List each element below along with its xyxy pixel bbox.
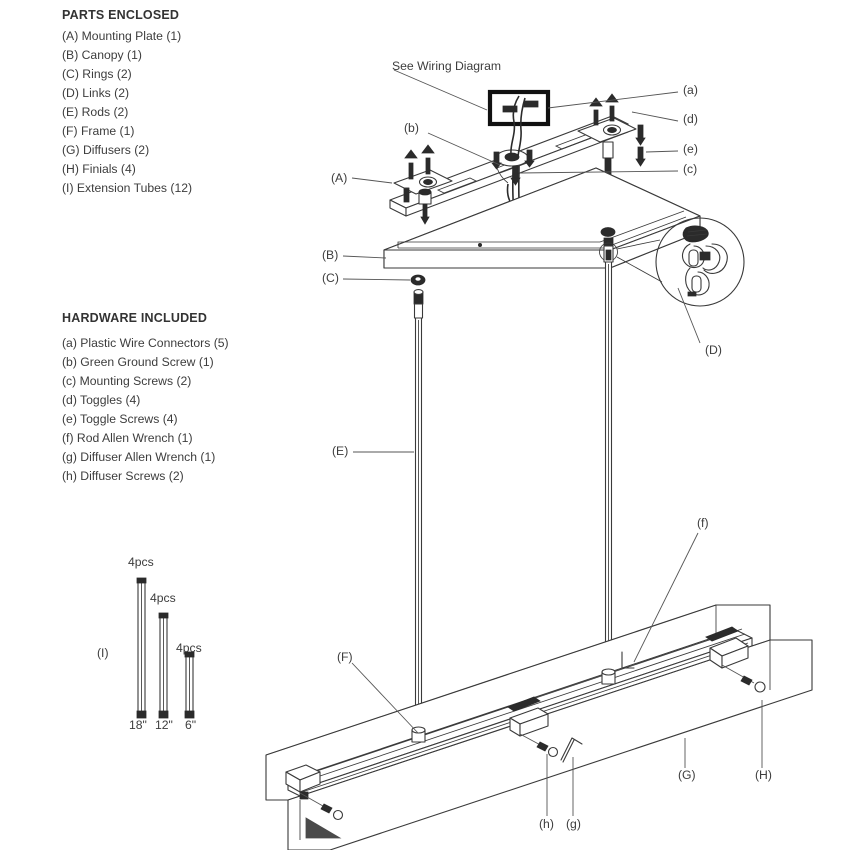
parts-item-c: (C) Rings (2) bbox=[62, 67, 132, 81]
frame-endcap-left-screw bbox=[299, 792, 344, 840]
hardware-item-f: (f) Rod Allen Wrench (1) bbox=[62, 431, 193, 445]
callout-h: (h) bbox=[539, 817, 554, 831]
hardware-included-title: HARDWARE INCLUDED bbox=[62, 311, 208, 325]
callout-C: (C) bbox=[322, 271, 339, 285]
callout-d: (d) bbox=[683, 112, 698, 126]
wiring-diagram-note: See Wiring Diagram bbox=[392, 59, 502, 73]
extension-tubes-group-label: (I) bbox=[97, 646, 109, 660]
hardware-item-e: (e) Toggle Screws (4) bbox=[62, 412, 178, 426]
frame-endcap-left bbox=[285, 764, 321, 800]
callout-g: (g) bbox=[566, 817, 581, 831]
callout-a: (a) bbox=[683, 83, 698, 97]
hardware-item-c: (c) Mounting Screws (2) bbox=[62, 374, 192, 388]
tube-qty-12in: 4pcs bbox=[150, 591, 176, 605]
parts-item-e: (E) Rods (2) bbox=[62, 105, 129, 119]
parts-item-h: (H) Finials (4) bbox=[62, 162, 136, 176]
tube-qty-18in: 4pcs bbox=[128, 555, 154, 569]
parts-item-b: (B) Canopy (1) bbox=[62, 48, 142, 62]
hardware-item-g: (g) Diffuser Allen Wrench (1) bbox=[62, 450, 216, 464]
rod-frame-joint-left bbox=[411, 726, 426, 743]
rod-left bbox=[412, 289, 425, 733]
mounting-pad-left bbox=[393, 144, 453, 225]
parts-item-d: (D) Links (2) bbox=[62, 86, 130, 100]
callout-c: (c) bbox=[683, 162, 698, 176]
tube-length-12in: 12" bbox=[155, 718, 173, 732]
parts-enclosed-title: PARTS ENCLOSED bbox=[62, 8, 180, 22]
hardware-item-a: (a) Plastic Wire Connectors (5) bbox=[62, 336, 229, 350]
callout-e: (e) bbox=[683, 142, 698, 156]
callout-b: (b) bbox=[404, 121, 419, 135]
callout-F: (F) bbox=[337, 650, 353, 664]
hardware-item-b: (b) Green Ground Screw (1) bbox=[62, 355, 214, 369]
callout-H: (H) bbox=[755, 768, 772, 782]
extension-tube-6in bbox=[184, 651, 195, 719]
leader-lines bbox=[342, 69, 763, 816]
callout-G: (G) bbox=[678, 768, 696, 782]
callout-B: (B) bbox=[322, 248, 339, 262]
ring-left bbox=[410, 274, 426, 286]
callout-A: (A) bbox=[331, 171, 348, 185]
tube-length-18in: 18" bbox=[129, 718, 147, 732]
frame-mid-bracket bbox=[507, 696, 583, 763]
parts-item-f: (F) Frame (1) bbox=[62, 124, 135, 138]
hardware-item-d: (d) Toggles (4) bbox=[62, 393, 141, 407]
callout-f: (f) bbox=[697, 516, 709, 530]
tube-length-6in: 6" bbox=[185, 718, 197, 732]
parts-item-g: (G) Diffusers (2) bbox=[62, 143, 150, 157]
callout-D: (D) bbox=[705, 343, 722, 357]
link-detail-magnifier bbox=[616, 217, 745, 307]
callout-E: (E) bbox=[332, 444, 349, 458]
hardware-item-h: (h) Diffuser Screws (2) bbox=[62, 469, 184, 483]
rod-right bbox=[599, 227, 618, 675]
parts-item-a: (A) Mounting Plate (1) bbox=[62, 29, 182, 43]
extension-tube-12in bbox=[158, 612, 169, 719]
rod-frame-joint-right bbox=[601, 651, 635, 685]
extension-tube-18in bbox=[136, 577, 147, 719]
parts-item-i: (I) Extension Tubes (12) bbox=[62, 181, 193, 195]
ground-screw-cluster bbox=[491, 149, 535, 186]
frame-endcap-right bbox=[705, 626, 766, 693]
tube-qty-6in: 4pcs bbox=[176, 641, 202, 655]
